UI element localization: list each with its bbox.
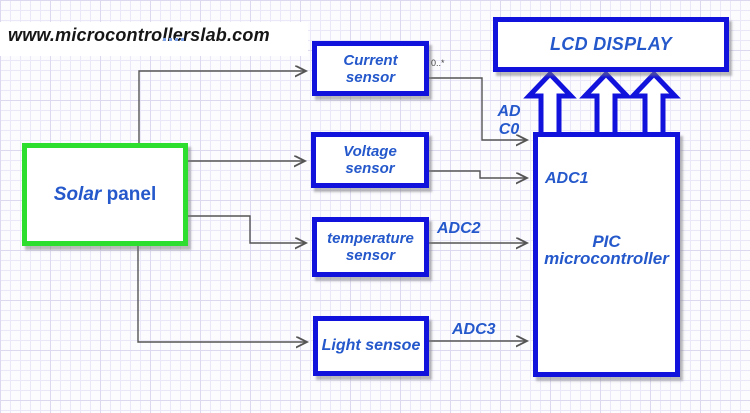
pic-pin-adc3-label: ADC3 [452,321,496,338]
dotted-mark [163,38,187,41]
pic-microcontroller-box [533,132,680,377]
temperature-sensor-box: temperature sensor [312,217,429,277]
block-arrow-up-icon [627,70,681,134]
pic-pin-adc2-label: ADC2 [437,220,481,237]
block-arrow-up-icon [579,70,633,134]
solar-panel-box: Solar panel [22,143,188,246]
connector-solar-to-current [138,71,306,143]
voltage-sensor-box: Voltage sensor [311,132,429,188]
light-sensor-box: Light sensoe [313,316,429,376]
block-arrow-up-icon [523,70,577,134]
current-sensor-box: Current sensor [312,41,429,96]
pic-microcontroller-label: PIC microcontroller [544,232,669,268]
current-sensor-label: Current sensor [343,51,398,86]
pic-pin-adc0-label: AD C0 [497,103,521,138]
solar-panel-word-regular: panel [106,183,157,205]
lcd-display-label: LCD DISPLAY [550,34,672,54]
connector-solar-to-light [137,245,307,342]
connector-voltage-to-pic [428,170,527,178]
watermark-text: www.microcontrollerslab.com [8,25,270,45]
lcd-display-box: LCD DISPLAY [493,17,729,72]
current-multiplicity-label: 0..* [431,58,445,68]
solar-panel-label: Solar panel [54,184,156,206]
temperature-sensor-label: temperature sensor [327,230,414,264]
connector-solar-to-temperature [186,215,306,243]
pic-pin-adc1-label: ADC1 [545,170,589,187]
voltage-sensor-label: Voltage sensor [343,143,397,177]
solar-panel-word-italic: Solar [53,183,102,205]
light-sensor-label: Light sensoe [321,337,421,354]
connector-current-to-pic [428,77,527,140]
watermark-background [0,22,308,56]
